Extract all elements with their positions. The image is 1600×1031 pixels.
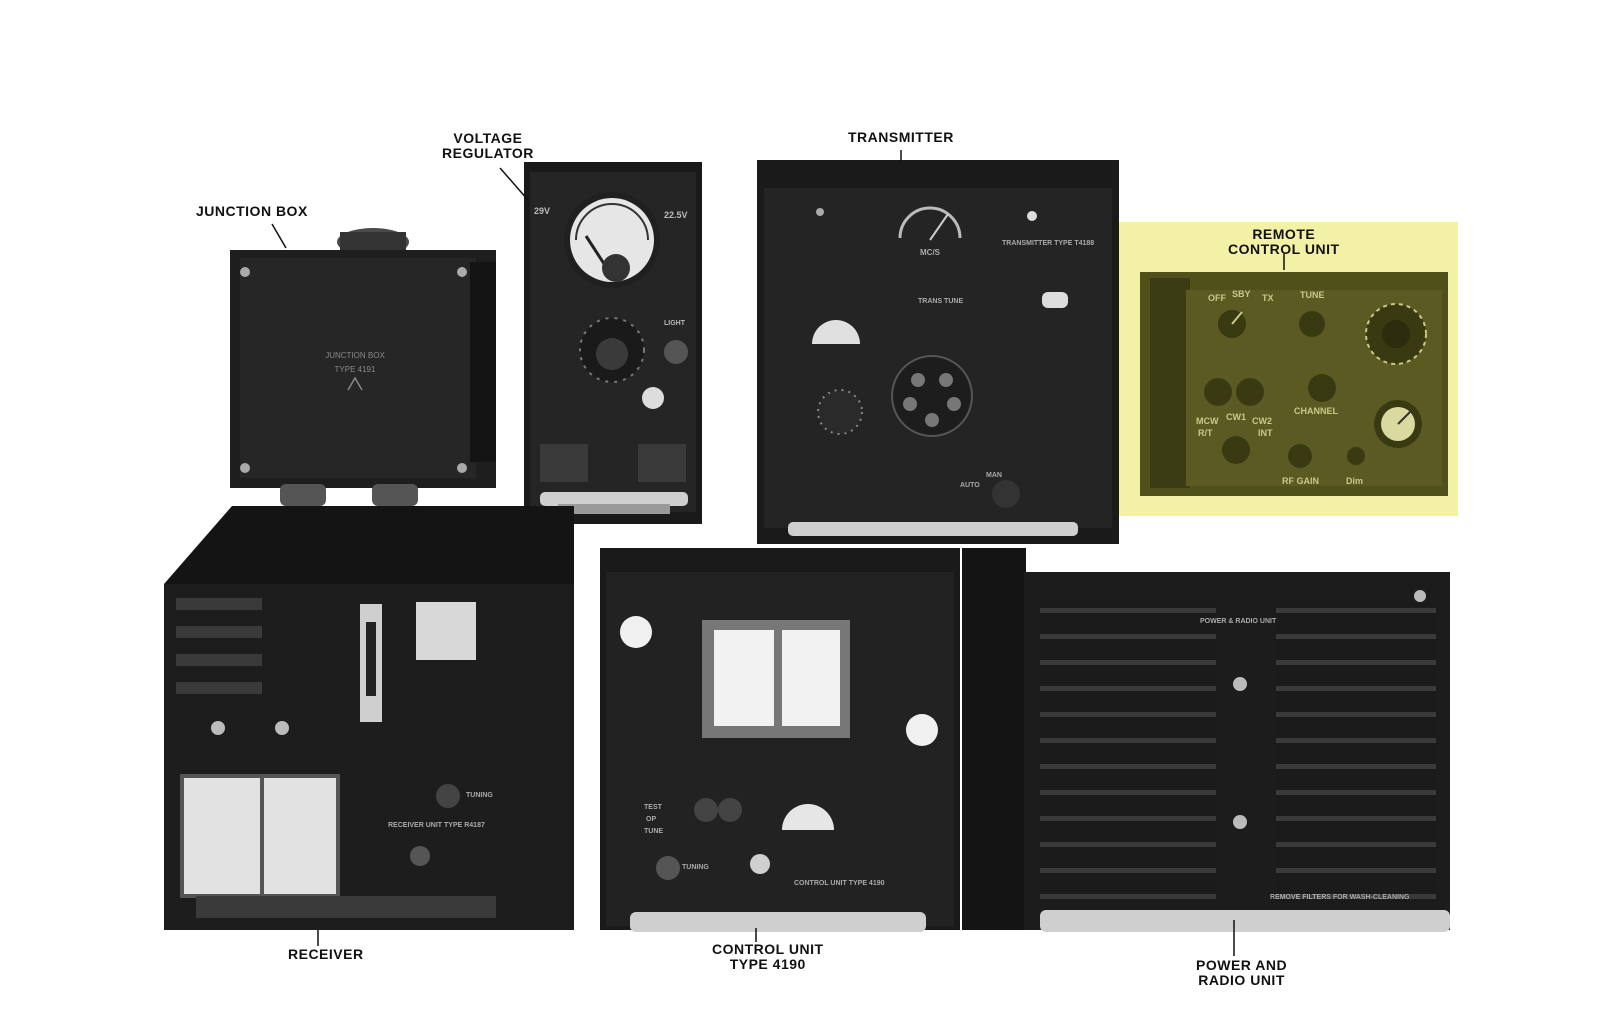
label-remote-line1: REMOTE xyxy=(1252,226,1316,242)
label-transmitter-text: TRANSMITTER xyxy=(848,129,954,145)
control-unit-4190 xyxy=(600,548,960,932)
label-control-unit-line1: CONTROL UNIT xyxy=(712,941,824,957)
svg-text:TYPE 4191: TYPE 4191 xyxy=(335,365,376,374)
label-power-line1: POWER AND xyxy=(1196,957,1288,973)
label-voltage-regulator-line2: REGULATOR xyxy=(442,145,534,161)
label-control-unit: CONTROL UNIT TYPE 4190 xyxy=(712,942,824,972)
label-remote-control-unit: REMOTE CONTROL UNIT xyxy=(1228,227,1340,257)
label-remote-line2: CONTROL UNIT xyxy=(1228,241,1340,257)
label-voltage-regulator: VOLTAGE REGULATOR xyxy=(442,131,534,161)
transmitter-unit xyxy=(757,160,1119,544)
label-junction-box: JUNCTION BOX xyxy=(196,204,308,219)
label-power-radio-unit: POWER AND RADIO UNIT xyxy=(1196,958,1287,988)
voltage-regulator-unit xyxy=(524,162,702,524)
label-voltage-regulator-line1: VOLTAGE xyxy=(453,130,523,146)
label-receiver-text: RECEIVER xyxy=(288,946,364,962)
remote-control-unit xyxy=(1140,272,1448,496)
power-radio-unit xyxy=(962,548,1450,932)
svg-text:JUNCTION BOX: JUNCTION BOX xyxy=(325,351,385,360)
receiver-unit xyxy=(164,506,574,930)
label-transmitter: TRANSMITTER xyxy=(848,130,954,145)
label-receiver: RECEIVER xyxy=(288,947,364,962)
label-power-line2: RADIO UNIT xyxy=(1198,972,1285,988)
label-control-unit-line2: TYPE 4190 xyxy=(729,956,806,972)
label-junction-box-text: JUNCTION BOX xyxy=(196,203,308,219)
junction-box-unit: JUNCTION BOX TYPE 4191 xyxy=(230,228,496,506)
leader-lines xyxy=(271,150,1285,956)
